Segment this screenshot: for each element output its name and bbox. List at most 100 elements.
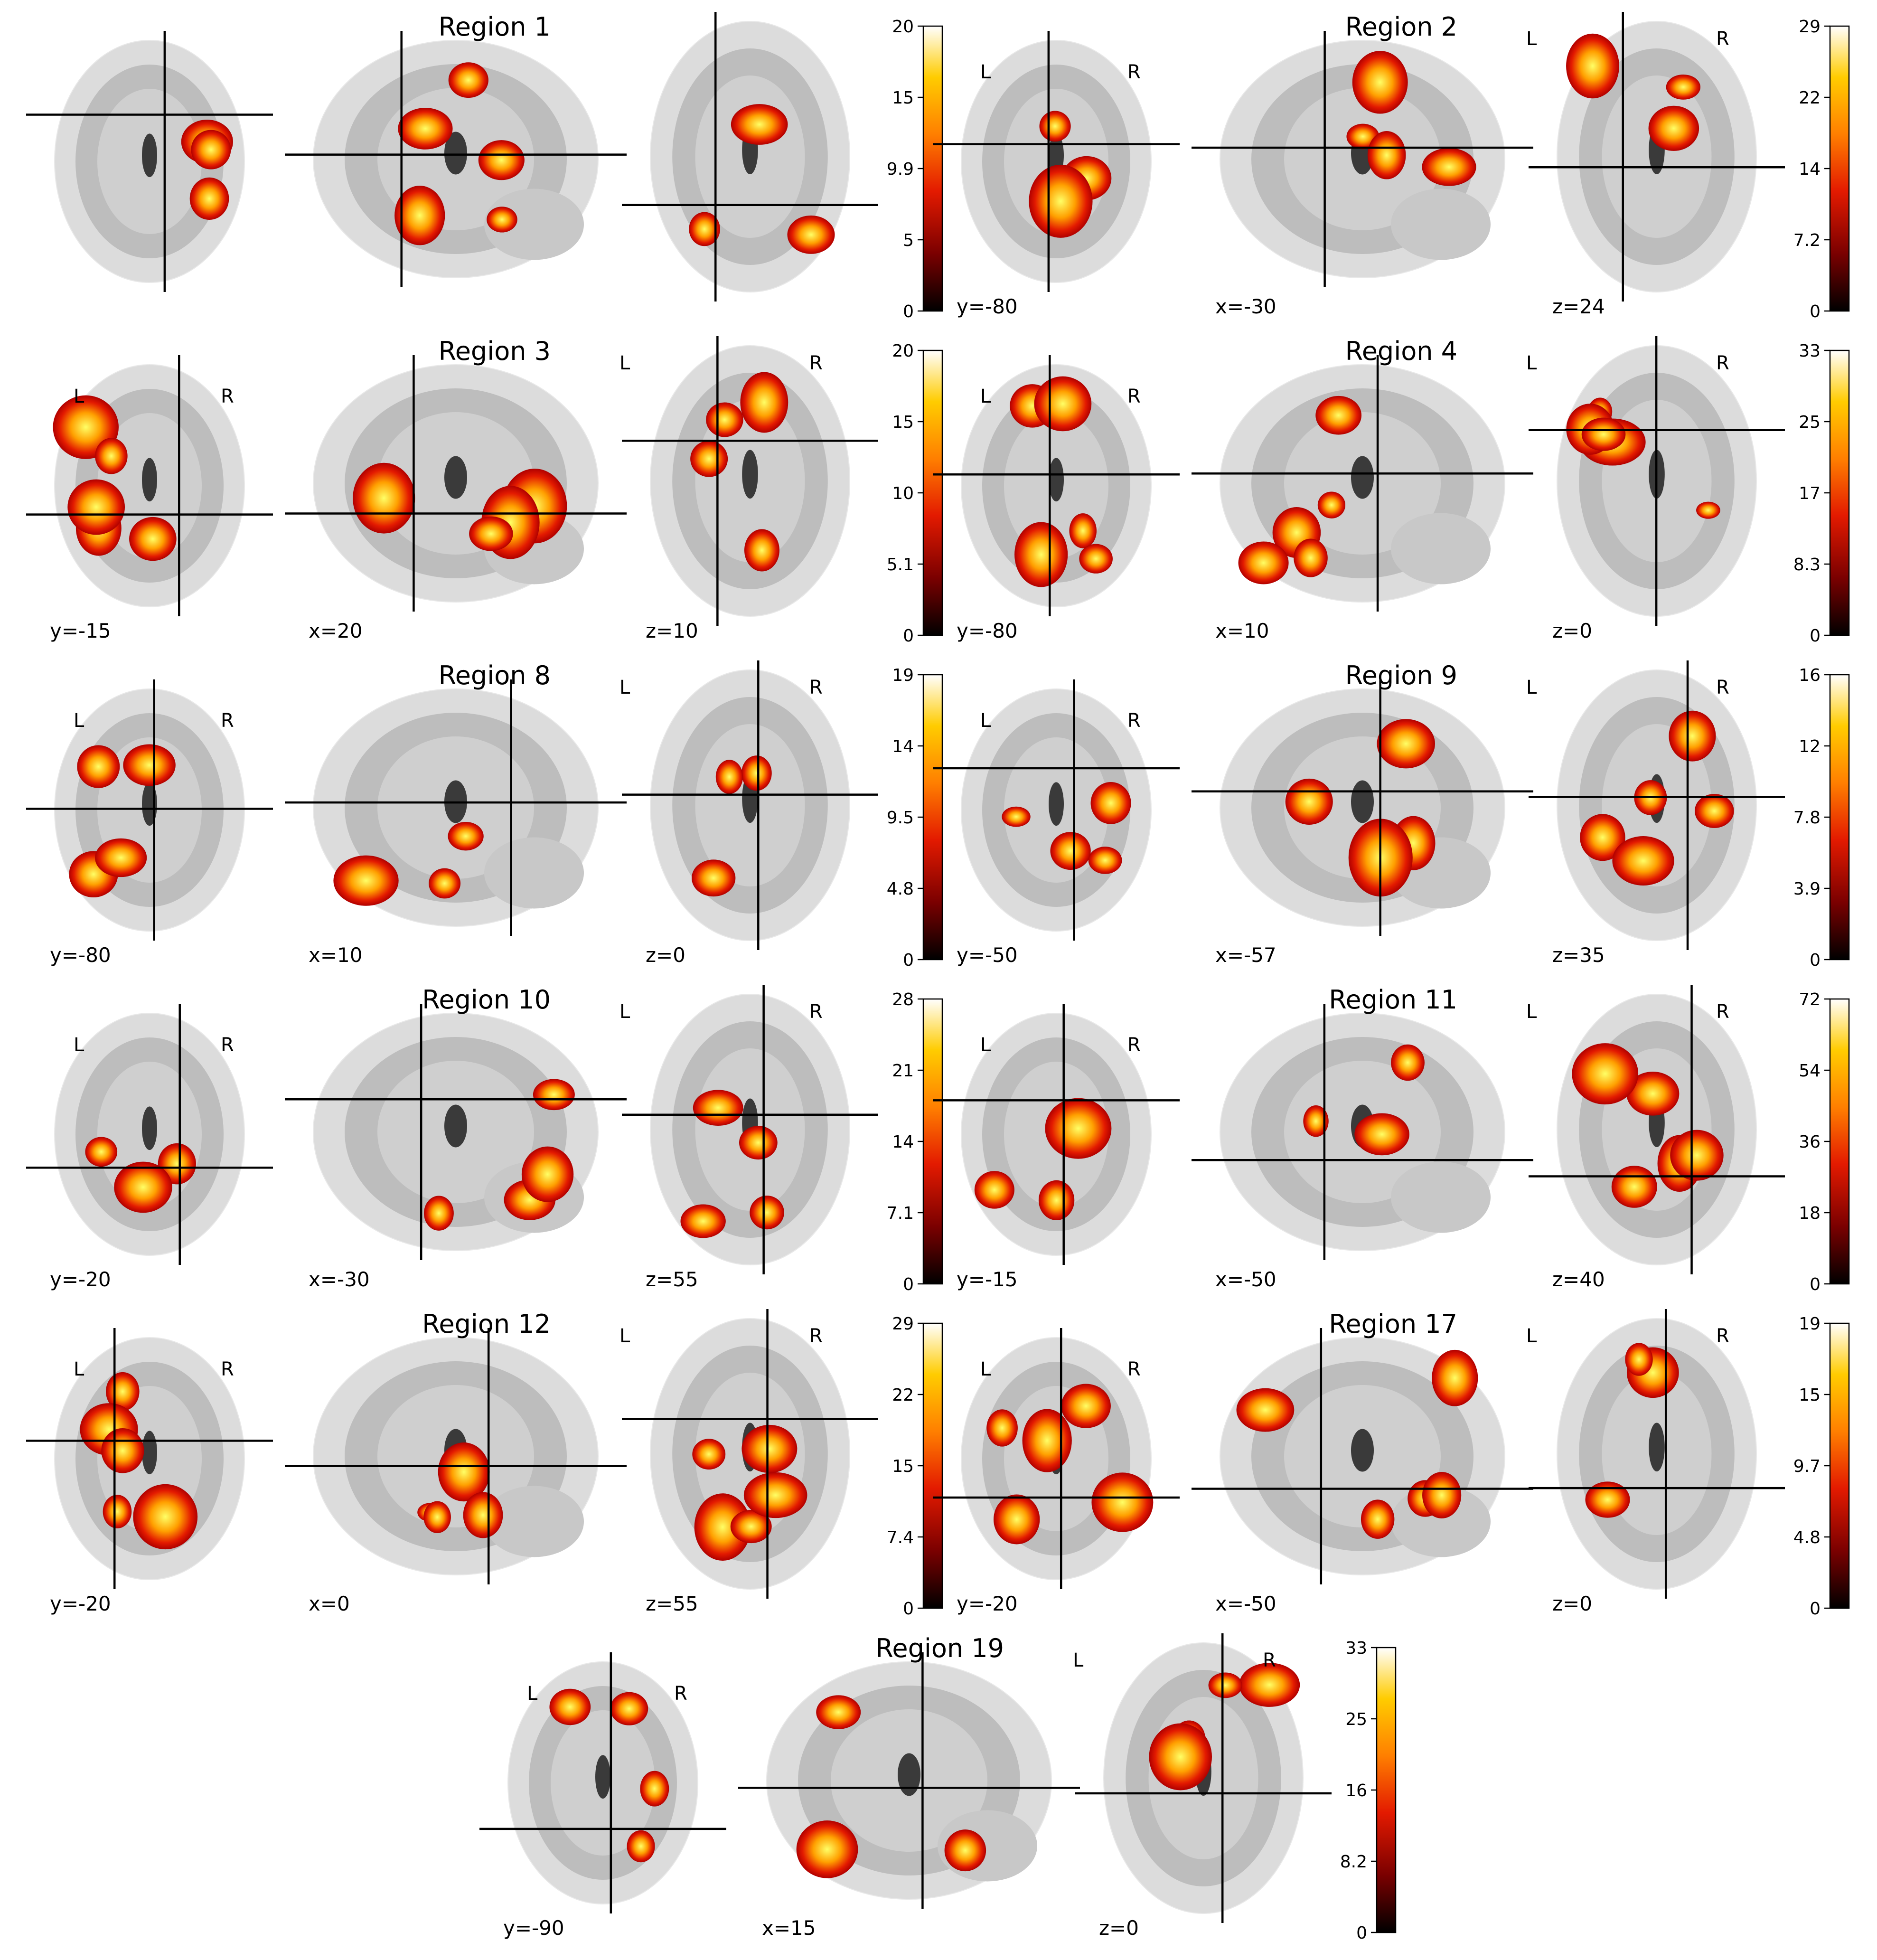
colorbar-tick-label: 18 [1799,1204,1821,1223]
activation-blob [689,212,720,246]
coronal-slice [26,1004,273,1265]
colorbar-tick-label: 4.8 [1793,1528,1821,1547]
left-hemisphere-label: L [74,1358,84,1380]
right-hemisphere-label: R [1127,710,1141,732]
colorbar-tick-label: 7.1 [887,1204,914,1223]
activation-blob [133,1484,198,1550]
activation-blob [743,1472,807,1518]
activation-blob [1694,794,1734,828]
slice-coordinate-label: y=-20 [50,1268,111,1291]
colorbar-tick-label: 0 [903,951,914,970]
activation-blob [1566,33,1619,99]
activation-blob [741,1424,798,1473]
activation-blob [680,1204,726,1238]
activation-blob [398,107,453,150]
right-hemisphere-label: R [1127,61,1141,83]
activation-blob [1069,513,1097,548]
slice-coordinate-label: z=0 [1552,619,1592,642]
slice-coordinate-label: z=35 [1552,943,1605,967]
colorbar-tick-label: 19 [892,666,914,685]
activation-blob [1315,396,1362,435]
activation-blob [694,1493,751,1561]
right-hemisphere-label: R [1127,386,1141,407]
left-hemisphere-label: L [980,710,991,732]
right-hemisphere-label: R [221,386,234,407]
left-hemisphere-label: L [1526,1001,1537,1023]
slice-coordinate-label: x=0 [309,1592,350,1615]
region-title: Region 2 [1345,12,1457,42]
right-hemisphere-label: R [674,1683,687,1705]
activation-blob [1238,541,1289,584]
activation-blob [1354,1113,1409,1156]
activation-blob [1045,1098,1112,1159]
colorbar-tick-label: 0 [903,1275,914,1294]
activation-blob [1666,74,1701,100]
slice-coordinate-label: x=15 [762,1916,816,1940]
colorbar-tick-label: 16 [1799,666,1821,685]
activation-blob [691,859,736,897]
coronal-slice [26,355,273,616]
sagittal-slice [1192,1328,1533,1584]
colorbar-tick-label: 0 [903,302,914,321]
activation-blob [1317,491,1346,518]
activation-blob [993,1494,1040,1545]
activation-blob [1149,1723,1212,1790]
activation-blob [944,1829,986,1872]
activation-blob [333,855,399,906]
activation-blob [533,1079,575,1111]
activation-blob [1303,1105,1329,1137]
left-hemisphere-label: L [74,710,84,732]
region-title: Region 19 [875,1633,1004,1663]
activation-blob [730,1509,772,1544]
slice-coordinate-label: y=-20 [50,1592,111,1615]
activation-blob [1377,719,1435,769]
sagittal-slice [1192,1004,1533,1260]
slice-coordinate-label: x=-30 [309,1268,370,1291]
right-hemisphere-label: R [221,710,234,732]
activation-blob [1391,1044,1425,1081]
activation-blob [740,372,788,433]
sagittal-slice [1192,31,1533,287]
right-hemisphere-label: R [1716,28,1729,50]
colorbar-tick-label: 15 [892,1457,914,1476]
activation-blob [549,1688,591,1725]
colorbar-tick-label: 33 [1799,341,1821,361]
colorbar-tick-label: 0 [1810,626,1821,646]
activation-blob [463,1492,503,1538]
axial-slice [622,12,878,302]
activation-blob [1285,778,1333,825]
colorbar-tick-label: 0 [903,626,914,646]
activation-blob [1580,814,1625,861]
coronal-slice [26,1328,273,1589]
activation-blob [1612,836,1674,886]
slice-coordinate-label: y=-80 [50,943,111,967]
slice-coordinate-label: y=-50 [957,943,1018,967]
slice-coordinate-label: z=10 [646,619,698,642]
activation-blob [750,1196,784,1230]
colorbar-tick-label: 8.2 [1340,1852,1367,1872]
colorbar-tick-label: 7.4 [887,1528,914,1547]
activation-blob [353,462,415,534]
colorbar-tick-label: 5 [903,231,914,250]
activation-blob [429,868,461,899]
activation-blob [448,821,484,851]
slice-coordinate-label: x=-50 [1215,1268,1276,1291]
region-title: Region 4 [1345,336,1457,366]
slice-coordinate-label: z=0 [1099,1916,1139,1940]
slice-coordinate-label: y=-20 [957,1592,1018,1615]
activation-blob [744,529,779,572]
activation-blob [95,838,147,877]
axial-slice [622,336,878,626]
colorbar-tick-label: 14 [1799,160,1821,179]
activation-blob [739,1126,778,1160]
activation-blob [487,207,517,233]
region-title: Region 1 [439,12,551,42]
sagittal-slice [285,355,627,612]
activation-blob [1088,847,1122,874]
coronal-slice [933,1004,1180,1265]
slice-coordinate-label: x=-50 [1215,1592,1276,1615]
colorbar-tick-label: 15 [1799,1385,1821,1405]
slice-coordinate-label: x=10 [1215,619,1269,642]
slice-coordinate-label: y=-90 [503,1916,564,1940]
